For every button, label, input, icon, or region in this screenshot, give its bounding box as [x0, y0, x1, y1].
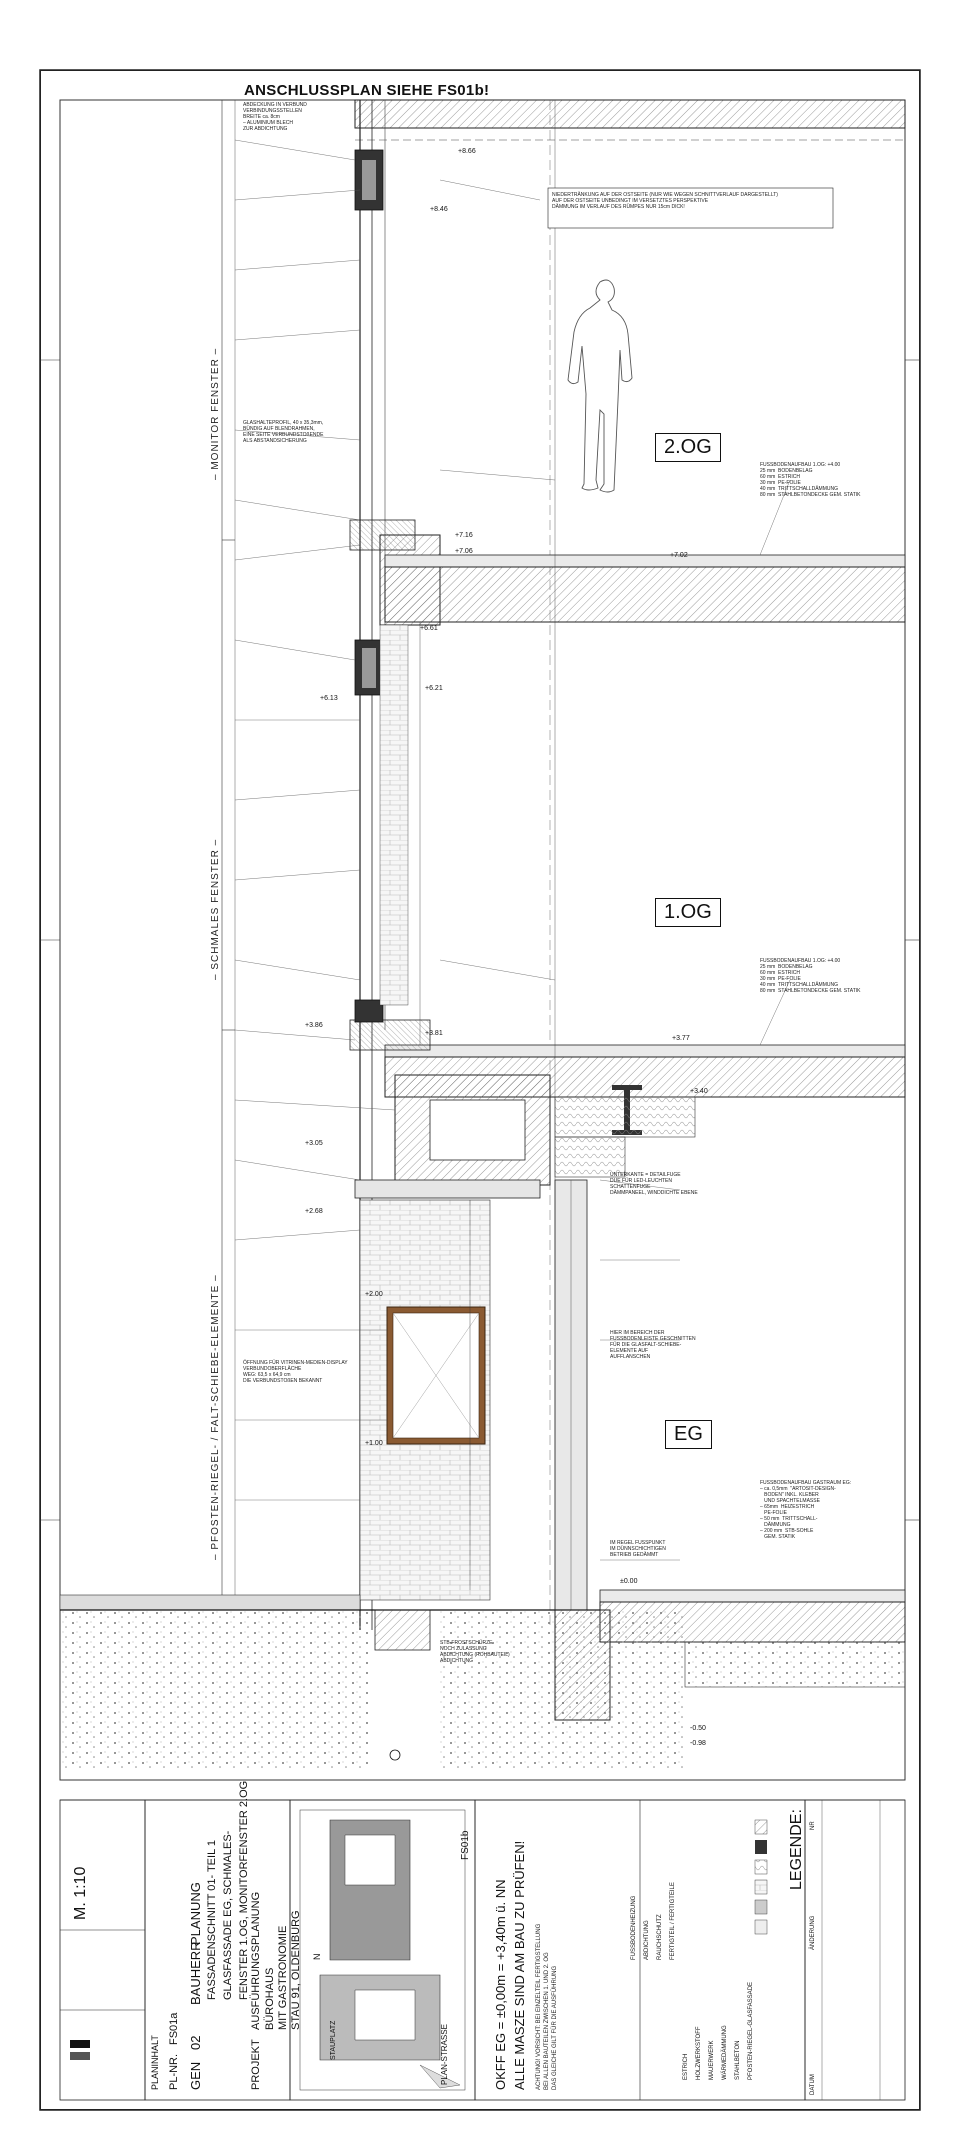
note-right-mid: UNTERKANTE = DETAILFUGE DUE FÜR LED-LEUC… [610, 1172, 698, 1196]
plan-nr-label: PL-NR. [168, 2053, 180, 2090]
header-title: ANSCHLUSSPLAN SIEHE FS01b! [244, 82, 490, 99]
elevation-marker: +6.61 [420, 625, 438, 632]
scale-label: M. 1:10 [72, 1866, 89, 1920]
revision-col-nr: NR [810, 1821, 816, 1830]
vertical-label-middle: – SCHMALES FENSTER – [210, 838, 221, 980]
legend-swatches [754, 1819, 768, 1935]
project-address: STAU 91, OLDENBURG [290, 1910, 302, 2030]
elevation-marker: +8.46 [430, 206, 448, 213]
client-label: BAUHERR [188, 1941, 203, 2005]
revision-col-date: DATUM [810, 2074, 816, 2095]
project-label: PROJEKT [250, 2039, 262, 2090]
revision-col-change: ÄNDERUNG [810, 1915, 816, 1950]
elevation-marker: +6.13 [320, 695, 338, 702]
phase-label: PLANUNG [188, 1882, 203, 1945]
content-line-3: FENSTER 1.OG, MONITORFENSTER 2.OG [238, 1780, 250, 2000]
elevation-marker: +3.40 [690, 1088, 708, 1095]
content-line-2: GLASFASSADE EG, SCHMALES- [222, 1830, 234, 2000]
note-right-low: HIER IM BEREICH DER FUSSBODENLEISTE GESC… [610, 1330, 696, 1360]
legend-item: FUSSBODENHEIZUNG [631, 1895, 637, 1960]
elevation-marker: +7.02 [670, 552, 688, 559]
vertical-label-lower: – PFOSTEN-RIEGEL- / FALT-SCHIEBE-ELEMENT… [210, 1274, 221, 1560]
elevation-marker: +8.66 [458, 148, 476, 155]
plan-nr: FS01a [168, 2012, 180, 2045]
gen-label: GEN [188, 2061, 203, 2090]
content-label: PLANINHALT [150, 2035, 160, 2090]
note-left-low: ÖFFNUNG FÜR VITRINEN-MEDIEN-DISPLAY VERB… [243, 1360, 348, 1384]
elevation-marker: +3.81 [425, 1030, 443, 1037]
okff-text: OKFF EG = ±0,00m = +3,40m ü. NN [493, 1879, 508, 2090]
legend-item: FERTIGTEIL / FERTIGTEILE [670, 1882, 676, 1960]
elevation-marker: +7.06 [455, 548, 473, 555]
legend-item: MAUERWERK [709, 2040, 715, 2080]
legend-item: ESTRICH [683, 2053, 689, 2080]
project-name-2: MIT GASTRONOMIE [277, 1925, 289, 2030]
legend-item: HOLZWERKSTOFF [696, 2026, 702, 2080]
person-figure [567, 279, 633, 493]
project-phase: AUSFÜHRUNGSPLANUNG [250, 1891, 262, 2030]
vertical-label-upper: – MONITOR FENSTER – [210, 347, 221, 480]
level-label-1og: 1.OG [655, 898, 721, 927]
note-bottom-right: IM REGEL FUSSPUNKT IM DÜNNSCHICHTIGEN BE… [610, 1540, 666, 1558]
facade-note: NIEDERTRÄNKUNG AUF DER OSTSEITE (NUR WIE… [552, 192, 778, 210]
elevation-marker: +2.68 [305, 1208, 323, 1215]
notes-block-text: ACHTUNG! VORSICHT: BEI EINZELTEIL FERTIG… [536, 1923, 558, 2090]
content-line-1: FASSADENSCHNITT 01- TEIL 1 [206, 1840, 218, 2000]
floor-buildup-2og: FUSSBODENAUFBAU 1.OG: +4.00 25 mm BODENB… [760, 462, 861, 498]
elevation-marker: +1.00 [365, 1440, 383, 1447]
note-left-mid: GLASHALTEPROFIL, 40 x 35,3mm, BÜNDIG AUF… [243, 420, 324, 444]
elevation-marker: +7.16 [455, 532, 473, 539]
elevation-marker: +6.21 [425, 685, 443, 692]
note-left-top: ABDECKUNG IN VERBUND VERBINDUNGSSTELLEN … [243, 102, 307, 132]
site-plan-parking: STAUPLATZ [330, 2020, 337, 2060]
floor-buildup-1og: FUSSBODENAUFBAU 1.OG: +4.00 25 mm BODENB… [760, 958, 861, 994]
gen-number: 02 [188, 2035, 203, 2050]
legend-item: ABDICHTUNG [644, 1920, 650, 1960]
site-plan-street: PLAN-STRASSE [440, 2024, 449, 2085]
legend-title: LEGENDE: [788, 1809, 805, 1890]
project-name-1: BÜROHAUS [264, 1967, 276, 2030]
site-plan-ref: FS01b [460, 1830, 471, 1860]
elevation-marker: +3.05 [305, 1140, 323, 1147]
elevation-marker: +3.86 [305, 1022, 323, 1029]
note-bottom-left: STB-FROSTSCHÜRZE NOCH ZULASSUNG ABDICHTU… [440, 1640, 510, 1664]
elevation-marker: -0.50 [690, 1725, 706, 1732]
legend-item: PFOSTEN-RIEGEL-GLASFASSADE [748, 1981, 754, 2080]
north-arrow-icon: N [312, 1953, 322, 1961]
dimension-check-text: ALLE MASZE SIND AM BAU ZU PRÜFEN! [512, 1840, 527, 2090]
elevation-marker: -0.98 [690, 1740, 706, 1747]
level-label-eg: EG [665, 1420, 712, 1449]
elevation-marker: ±0.00 [620, 1578, 638, 1585]
legend-item: WÄRMEDÄMMUNG [722, 2025, 728, 2080]
level-label-2og: 2.OG [655, 433, 721, 462]
elevation-marker: +2.00 [365, 1291, 383, 1298]
elevation-marker: +3.77 [672, 1035, 690, 1042]
floor-buildup-eg: FUSSBODENAUFBAU GASTRAUM EG: – ca. 0,5mm… [760, 1480, 852, 1540]
legend-item: STAHLBETON [735, 2040, 741, 2080]
legend-item: RAUCHSCHUTZ [657, 1914, 663, 1960]
